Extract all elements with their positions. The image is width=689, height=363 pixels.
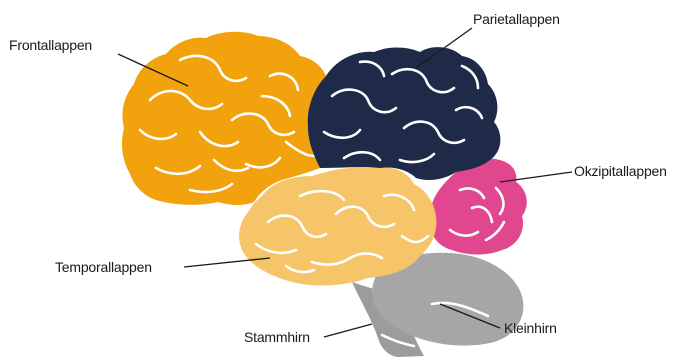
occipital-lobe-label: Okzipitallappen [574, 163, 667, 179]
temporal-lobe-label: Temporallappen [55, 259, 152, 275]
brainstem-leader-line [324, 324, 372, 337]
frontal-lobe-label: Frontallappen [9, 37, 92, 53]
cerebellum-label: Kleinhirn [504, 320, 557, 336]
brainstem-label: Stammhirn [244, 329, 310, 345]
parietal-lobe-label: Parietallappen [473, 11, 560, 27]
